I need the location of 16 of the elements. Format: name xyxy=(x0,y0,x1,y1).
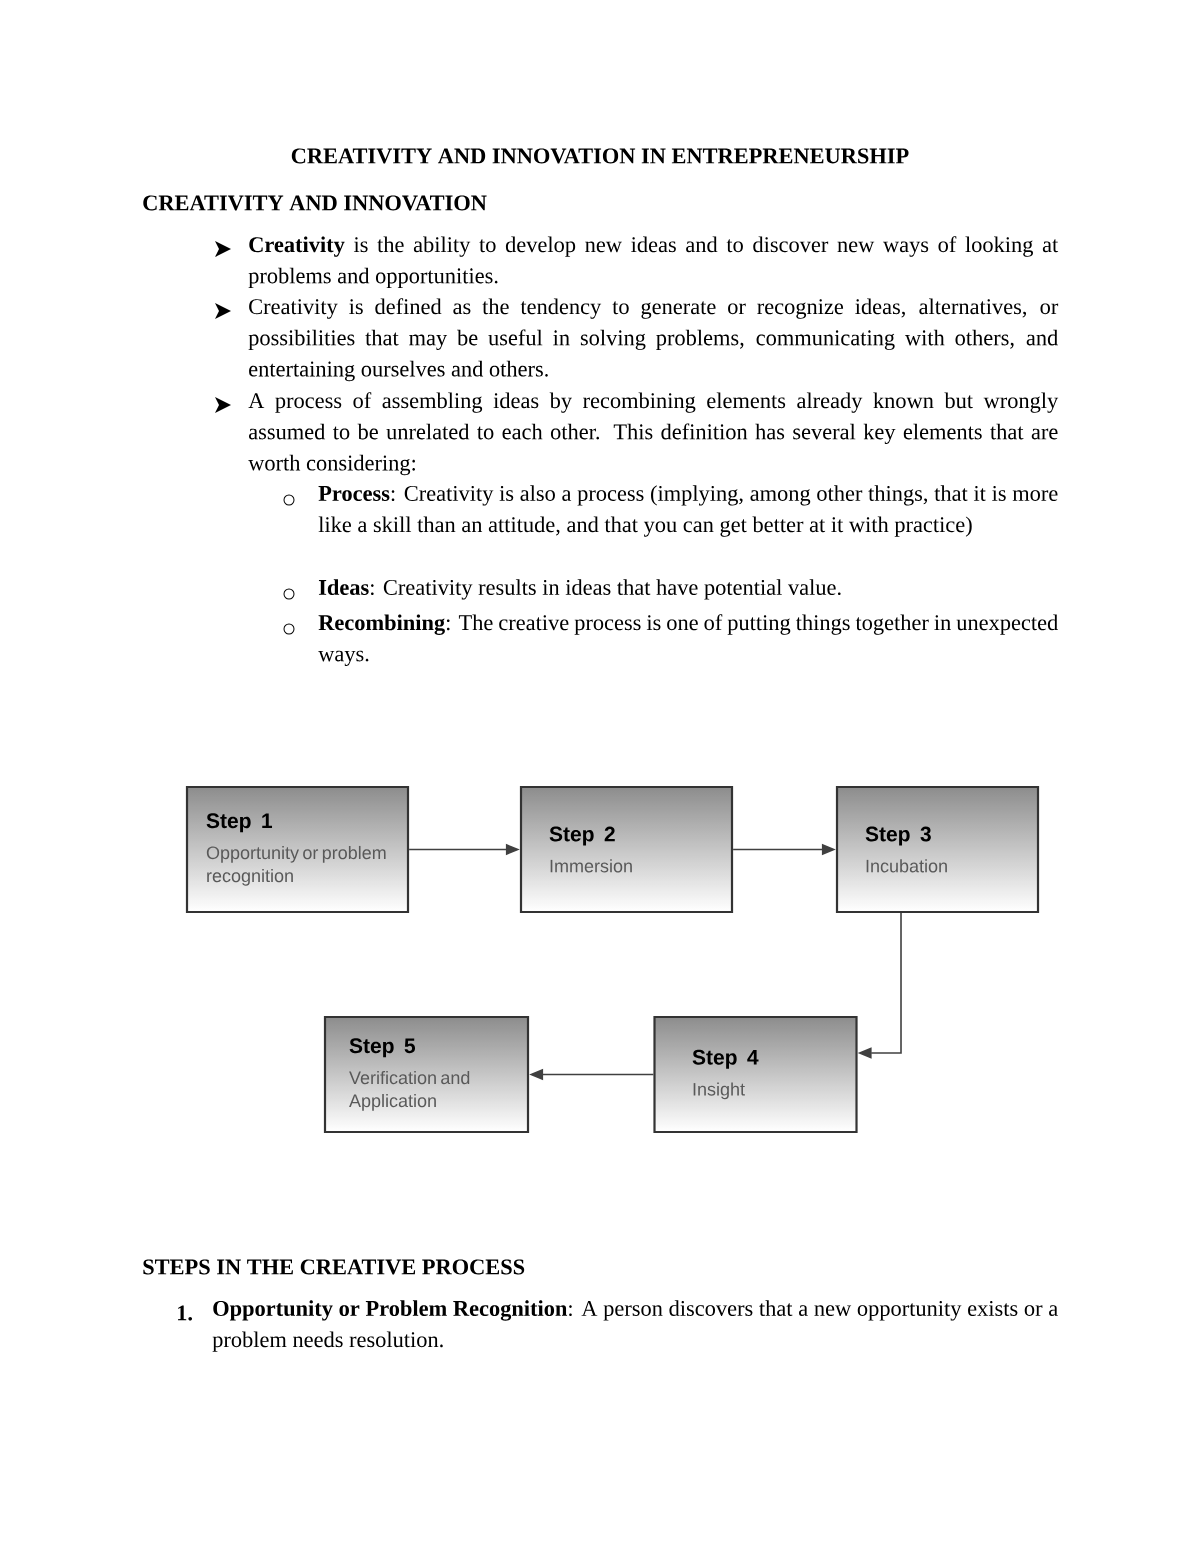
paragraph: Ideas: Creativity results in ideas that have potential value. xyxy=(318,579,841,600)
step-box: Step 3 Incubation xyxy=(835,785,1040,914)
paragraph: Process: Creativity is also a process (implying, among other things, that it is more like a skill than an attitude, and that you can get better at it with practice) xyxy=(318,485,1058,537)
paragraph: Creativity is the ability to develop new ideas and to discover new ways of looking at problems and opportunities. xyxy=(248,236,1059,288)
paragraph: Creativity is defined as the tendency to generate or recognize ideas, alternatives, or possibilities that may be useful in solving problems, communicating with others, and entertaining ourselves and others. xyxy=(248,298,1059,382)
section-heading: STEPS IN THE CREATIVE PROCESS xyxy=(143,1259,525,1275)
step-box: Step 1 Opportunity or problem recognition xyxy=(185,785,410,914)
paragraph: Opportunity or Problem Recognition: A person discovers that a new opportunity exists or a problem needs resolution. xyxy=(212,1300,1058,1352)
paragraph: A process of assembling ideas by recombining elements already known but wrongly assumed to be unrelated to each other. This definition has several key elements that are worth considering: xyxy=(248,392,1059,476)
title: CREATIVITY AND INNOVATION IN ENTREPRENEURSHIP xyxy=(291,148,909,164)
step-box: Step 2 Immersion xyxy=(519,785,734,914)
list-number: 1. xyxy=(178,1305,192,1321)
step-box: Step 4 Insight xyxy=(653,1015,858,1134)
section-heading: CREATIVITY AND INNOVATION xyxy=(143,195,487,211)
step-box: Step 5 Verification and Application xyxy=(323,1015,530,1134)
paragraph: Recombining: The creative process is one of putting things together in unexpected ways. xyxy=(318,614,1058,666)
